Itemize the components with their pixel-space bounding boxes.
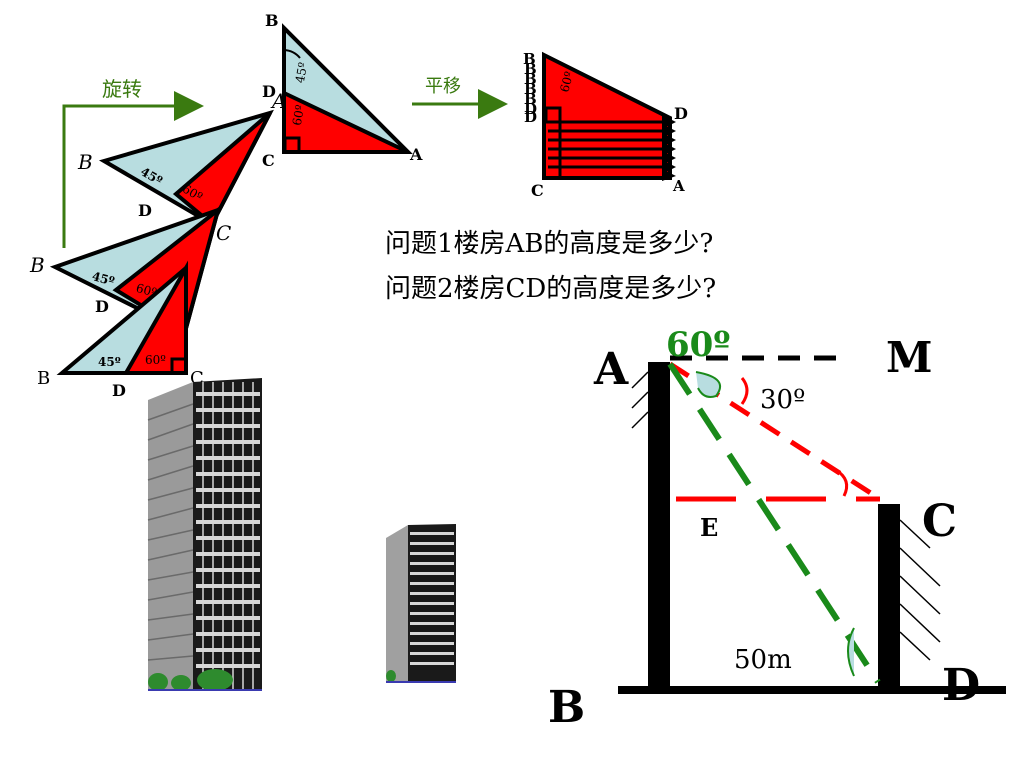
label-D-r2: D: [95, 297, 109, 316]
label-B-stack-4: B: [524, 80, 537, 98]
right-angle-mark: [283, 136, 301, 154]
label-B-stack-2: B: [524, 60, 537, 78]
label-D-main: D: [942, 660, 980, 711]
label-D-r3: D: [112, 381, 126, 400]
label-C-main: C: [922, 496, 957, 547]
label-A: A: [409, 145, 423, 164]
rotate-arrow: 旋转: [62, 77, 204, 248]
short-building-image: [386, 524, 456, 683]
angle-arc-30: [740, 377, 749, 405]
rotate-label: 旋转: [102, 77, 142, 101]
red-60-triangle: [282, 89, 409, 154]
label-B-r1: B: [77, 150, 93, 174]
distance-label: 50m: [734, 645, 792, 675]
rotating-triangle-3: B D C 45º 60º: [37, 260, 204, 400]
label-A-italic: A: [270, 89, 286, 113]
label-C-r1: C: [216, 221, 231, 245]
label-B-stack-1: B: [523, 50, 536, 68]
label-D-stacked: D: [674, 104, 688, 123]
angle-45-label: 45º: [293, 61, 310, 84]
angle-arc: [283, 49, 301, 59]
label-B-stack-3: B: [524, 70, 537, 88]
building-CD: [878, 504, 900, 688]
label-B: B: [265, 11, 279, 30]
hatch-right: [899, 519, 941, 661]
height-diagram: A M C D B E 60º 30º 50m: [548, 325, 1006, 733]
translate-label: 平移: [425, 76, 461, 97]
hatch-left: [631, 371, 649, 429]
angle-60-r3: 60º: [145, 353, 166, 367]
label-D-r1: D: [138, 201, 152, 220]
angle-45-r2: 45º: [90, 269, 116, 288]
label-B-r3: B: [37, 368, 50, 389]
angle-arc-D: [847, 627, 855, 677]
label-D: D: [262, 82, 276, 101]
label-C: C: [262, 151, 275, 170]
angle-60-main: 60º: [666, 325, 730, 365]
angle-arc-C: [835, 468, 849, 497]
angle-30-main: 30º: [760, 385, 805, 415]
label-A-stacked: A: [672, 177, 685, 195]
top-triangle-set: B D A C A 45º 60º: [262, 11, 423, 170]
angle-45-r3: 45º: [98, 355, 121, 369]
building-AB: [648, 362, 670, 688]
label-M-main: M: [886, 333, 933, 382]
rotating-triangle-1: B D C 45º 60º: [77, 109, 274, 245]
stacked-triangle-set: B B B B B D D D C A 60º: [523, 50, 688, 200]
label-D-stack-1: D: [524, 100, 537, 118]
translate-arrow: 平移: [412, 76, 508, 119]
label-E-main: E: [700, 513, 718, 542]
label-D-stack-2: D: [524, 108, 537, 126]
tall-building-image: [147, 378, 262, 691]
angle-arc-60: [695, 371, 721, 398]
label-C-stacked: C: [531, 181, 544, 200]
label-B-r2: B: [29, 253, 45, 277]
angle-60-label: 60º: [290, 103, 307, 126]
sight-line-AD: [667, 362, 881, 684]
angle-60-stacked: 60º: [557, 70, 576, 94]
rotating-triangle-2: B D C 45º 60º: [29, 204, 222, 337]
question-2: 问题2楼房CD的高度是多少?: [385, 274, 717, 304]
label-B-main: B: [548, 682, 585, 733]
label-A-main: A: [593, 344, 629, 395]
label-B-stack-5: B: [524, 90, 537, 108]
question-1: 问题1楼房AB的高度是多少?: [385, 229, 714, 259]
